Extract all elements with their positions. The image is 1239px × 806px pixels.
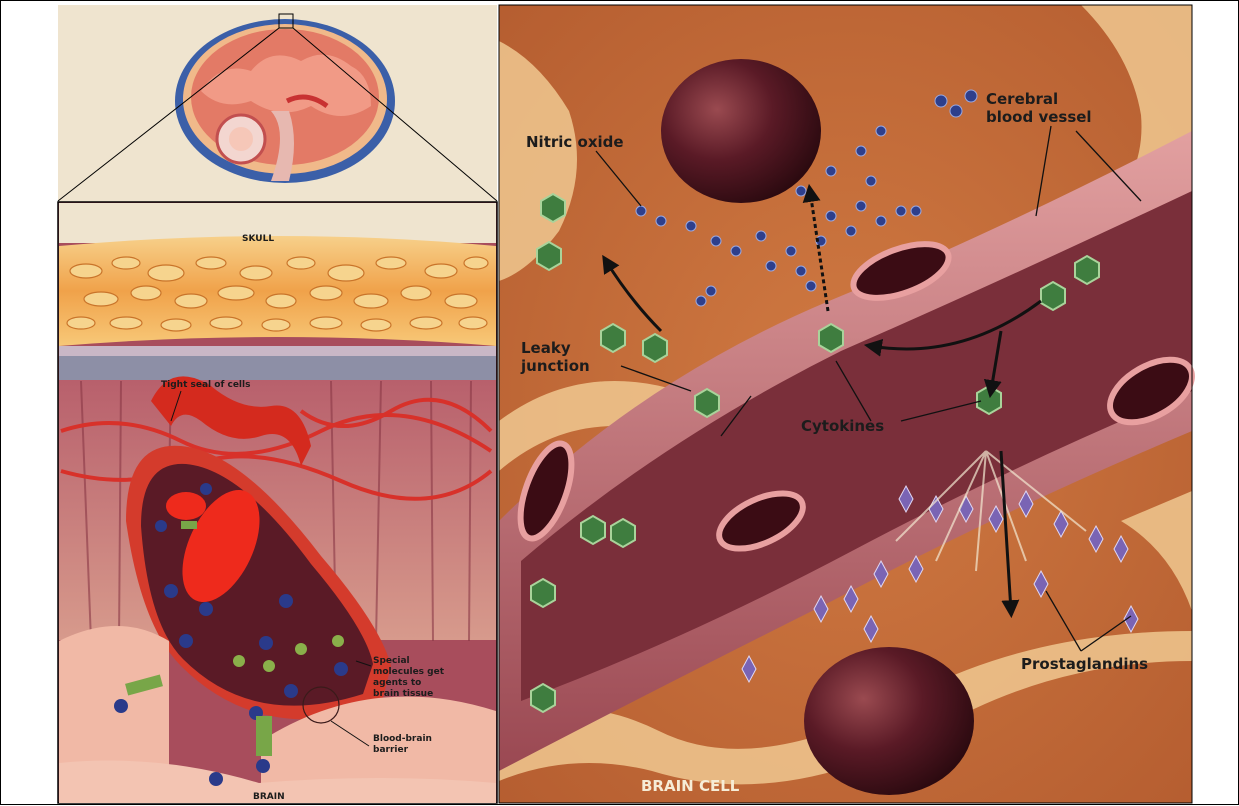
brain-sagittal-illustration bbox=[175, 19, 395, 183]
red-blood-cell-2 bbox=[166, 492, 206, 520]
meninges-layer bbox=[59, 346, 496, 356]
label-leaky-2: junction bbox=[520, 357, 590, 375]
label-nitric-oxide: Nitric oxide bbox=[526, 133, 624, 151]
label-cerebral-2: blood vessel bbox=[986, 108, 1092, 126]
label-bbb-2: barrier bbox=[373, 745, 409, 755]
label-prostaglandins: Prostaglandins bbox=[1021, 655, 1148, 673]
label-special-molecules-4: brain tissue bbox=[373, 689, 433, 699]
label-bbb-1: Blood-brain bbox=[373, 734, 432, 744]
label-cytokines: Cytokines bbox=[801, 417, 884, 435]
brain-cell-nucleus-bottom bbox=[804, 647, 974, 795]
brain-cell-nucleus-top bbox=[661, 59, 821, 203]
right-panel: Nitric oxide Cerebral blood vessel Leaky… bbox=[499, 5, 1202, 803]
label-cerebral-1: Cerebral bbox=[986, 90, 1058, 108]
left-panel: SKULL Tight seal of cells Special molecu… bbox=[58, 5, 497, 803]
label-leaky-1: Leaky bbox=[521, 339, 571, 357]
membrane-layer bbox=[59, 356, 496, 380]
label-brain: BRAIN bbox=[253, 792, 285, 802]
label-special-molecules-1: Special bbox=[373, 656, 410, 666]
label-special-molecules-2: molecules get bbox=[373, 667, 445, 677]
label-special-molecules-3: agents to bbox=[373, 678, 421, 688]
label-tight-seal: Tight seal of cells bbox=[161, 380, 250, 390]
label-skull: SKULL bbox=[242, 234, 274, 244]
label-brain-cell: BRAIN CELL bbox=[641, 777, 740, 795]
